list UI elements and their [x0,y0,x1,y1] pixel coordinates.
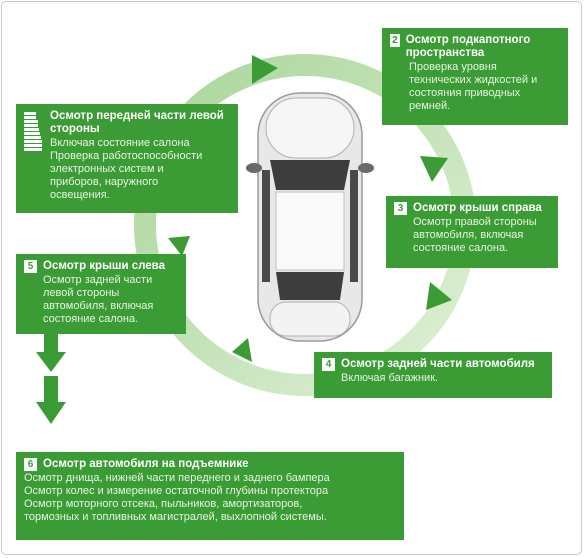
step-6-title: Осмотр автомобиля на подъемнике [43,458,249,470]
step-1-number-icon [24,112,42,152]
down-arrow-1 [36,330,66,372]
step-3-description: Осмотр правой стороны автомобиля, включа… [413,216,537,254]
step-6-description: Осмотр днища, нижней части переднего и з… [24,472,330,523]
step-2-description: Проверка уровня технических жидкостей и … [409,61,538,112]
step-3-box: 3 Осмотр крыши справа Осмотр правой стор… [386,196,558,268]
step-3-title: Осмотр крыши справа [413,202,542,214]
step-4-box: 4 Осмотр задней части автомобиля Включая… [314,352,552,398]
step-2-box: 2 Осмотр подкапотного пространства Прове… [382,28,568,125]
step-6-badge: 6 [24,458,37,471]
step-5-description: Осмотр задней части левой стороны автомо… [43,274,154,325]
step-5-title: Осмотр крыши слева [43,260,165,272]
ring-arrow-bottom [232,338,252,362]
step-1-description: Включая состояние салона Проверка работо… [50,137,203,201]
ring-arrow-left [168,236,190,256]
step-1-title: Осмотр передней части левой стороны [50,110,224,135]
step-2-badge: 2 [390,34,400,47]
car-illustration [246,92,374,342]
ring-arrow-top-right [420,156,448,182]
step-2-title: Осмотр подкапотного пространства [405,34,531,59]
down-arrow-2 [36,376,66,424]
step-3-badge: 3 [394,202,407,215]
ring-arrow-right [426,282,452,310]
ring-arrow-top [252,55,278,84]
step-4-badge: 4 [322,358,335,371]
step-5-box: 5 Осмотр крыши слева Осмотр задней части… [16,254,186,334]
step-5-badge: 5 [24,260,37,273]
step-4-description: Включая багажник. [341,372,439,384]
step-6-box: 6 Осмотр автомобиля на подъемнике Осмотр… [16,452,404,540]
step-1-box: Осмотр передней части левой стороны Вклю… [16,104,238,213]
step-4-title: Осмотр задней части автомобиля [341,358,535,370]
